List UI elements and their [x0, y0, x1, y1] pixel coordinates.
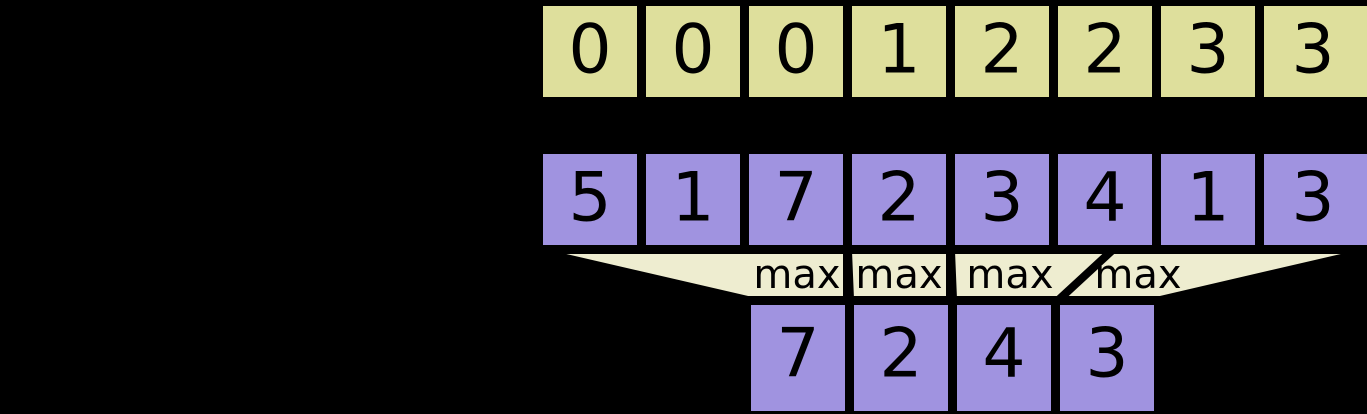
max-funnel-0: max — [539, 248, 849, 302]
input-cell-1: 1 — [640, 148, 746, 251]
input-cell-7-label: 3 — [1291, 159, 1334, 238]
index-cell-4-box — [949, 0, 1055, 103]
input-value-row: 5 1 7 2 3 4 1 — [537, 148, 1367, 251]
output-cell-3-label: 3 — [1085, 315, 1128, 394]
index-cell-2: 0 — [743, 0, 849, 103]
input-cell-3-box — [846, 148, 952, 251]
max-funnel-1: max — [845, 248, 952, 302]
input-cell-1-label: 1 — [671, 159, 714, 238]
max-funnel-0-label: max — [753, 252, 840, 298]
index-cell-0: 0 — [537, 0, 643, 103]
output-cell-1-box — [848, 299, 954, 414]
input-cell-4-box — [949, 148, 1055, 251]
max-funnel-3-label: max — [1094, 252, 1181, 298]
input-cell-0-label: 5 — [568, 159, 611, 238]
output-cell-1-label: 2 — [879, 315, 922, 394]
input-cell-2: 7 — [743, 148, 849, 251]
input-cell-7: 3 — [1258, 148, 1367, 251]
max-funnel-3: max — [1053, 248, 1367, 302]
max-operator-row: max max max max — [539, 248, 1367, 302]
input-cell-4: 3 — [949, 148, 1055, 251]
index-cell-3-label: 1 — [877, 11, 920, 90]
index-cell-0-label: 0 — [568, 11, 611, 90]
input-cell-2-label: 7 — [774, 159, 817, 238]
index-cell-2-box — [743, 0, 849, 103]
output-cell-3-box — [1054, 299, 1160, 414]
output-cell-0-label: 7 — [776, 315, 819, 394]
index-cell-4-label: 2 — [980, 11, 1023, 90]
max-funnel-1-label: max — [855, 252, 942, 298]
input-cell-5: 4 — [1052, 148, 1158, 251]
input-cell-3: 2 — [846, 148, 952, 251]
index-cell-5-label: 2 — [1083, 11, 1126, 90]
index-cell-5: 2 — [1052, 0, 1158, 103]
input-cell-3-label: 2 — [877, 159, 920, 238]
output-cell-0: 7 — [745, 299, 851, 414]
index-cell-1-box — [640, 0, 746, 103]
index-cell-0-box — [537, 0, 643, 103]
output-cell-2-label: 4 — [982, 315, 1025, 394]
output-cell-2: 4 — [951, 299, 1057, 414]
pooling-index-row: 0 0 0 1 2 2 3 — [537, 0, 1367, 103]
index-cell-3: 1 — [846, 0, 952, 103]
input-cell-5-label: 4 — [1083, 159, 1126, 238]
index-cell-1: 0 — [640, 0, 746, 103]
output-cell-2-box — [951, 299, 1057, 414]
output-cell-0-box — [745, 299, 851, 414]
input-cell-6-label: 1 — [1186, 159, 1229, 238]
index-cell-4: 2 — [949, 0, 1055, 103]
index-cell-6-box — [1155, 0, 1261, 103]
index-cell-1-label: 0 — [671, 11, 714, 90]
index-cell-7: 3 — [1258, 0, 1367, 103]
output-cell-3: 3 — [1054, 299, 1160, 414]
index-cell-7-box — [1258, 0, 1367, 103]
index-cell-6-label: 3 — [1186, 11, 1229, 90]
output-value-row: 7 2 4 3 — [745, 299, 1160, 414]
max-funnel-2-label: max — [966, 252, 1053, 298]
input-cell-0: 5 — [537, 148, 643, 251]
output-cell-1: 2 — [848, 299, 954, 414]
input-cell-6: 1 — [1155, 148, 1261, 251]
index-cell-6: 3 — [1155, 0, 1261, 103]
index-cell-7-label: 3 — [1291, 11, 1334, 90]
input-cell-4-label: 3 — [980, 159, 1023, 238]
input-cell-2-box — [743, 148, 849, 251]
index-cell-2-label: 0 — [774, 11, 817, 90]
